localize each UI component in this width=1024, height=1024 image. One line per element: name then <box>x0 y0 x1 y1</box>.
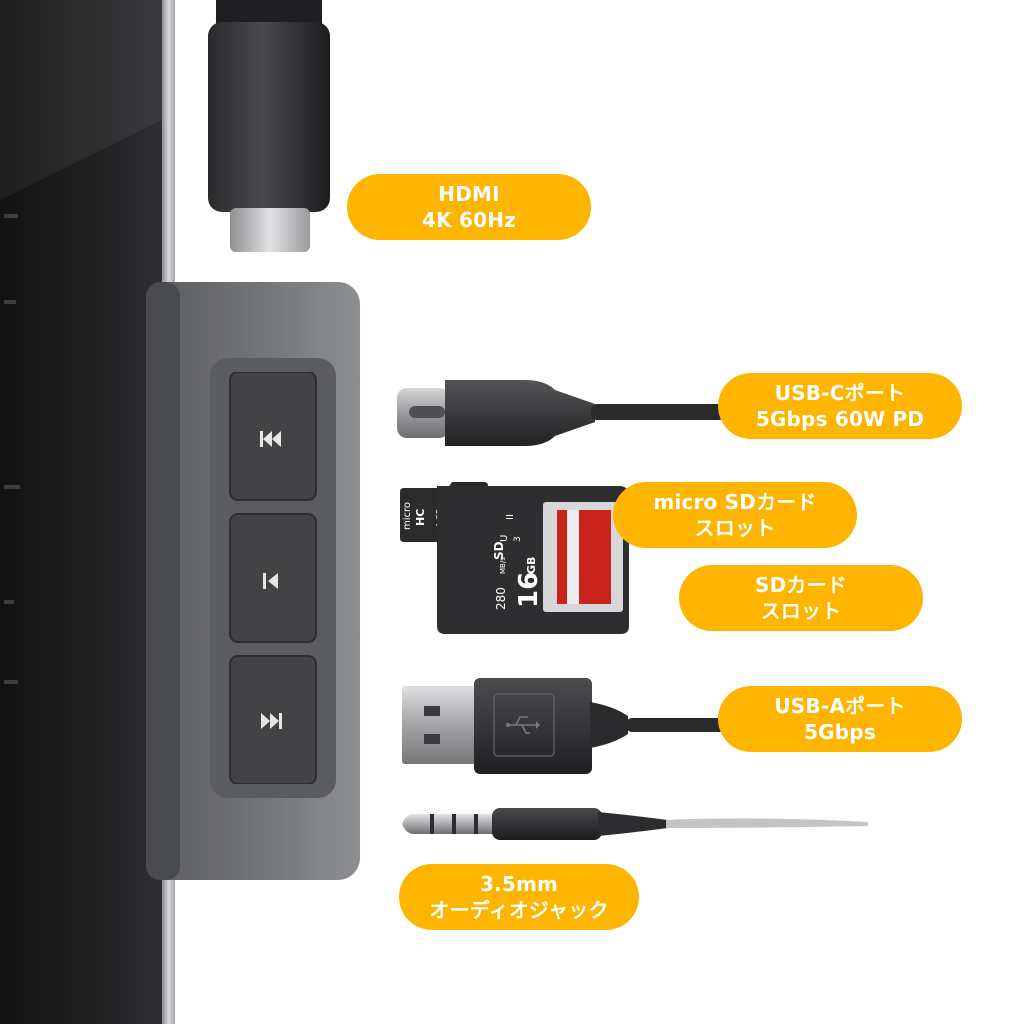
callout-microsd-line2: スロット <box>694 516 776 540</box>
callout-audio-line1: 3.5mm <box>479 872 559 896</box>
callout-sd: SDカード スロット <box>679 565 923 631</box>
callout-audio: 3.5mm オーディオジャック <box>399 864 639 930</box>
previous-track-icon <box>260 431 281 447</box>
callout-sd-line1: SDカード <box>754 573 847 597</box>
sd-class: 3 <box>513 536 523 542</box>
callout-usb-a-line1: USB-Aポート <box>774 694 906 718</box>
play-pause-icon <box>263 573 278 589</box>
callout-usb-c: USB-Cポート 5Gbps 60W PD <box>718 373 962 439</box>
hdmi-plug <box>208 0 330 252</box>
sd-grade: II <box>505 514 516 520</box>
sd-capacity-unit: GB <box>525 557 538 574</box>
sd-capacity: 16 <box>514 572 544 608</box>
callout-usb-c-line2: 5Gbps 60W PD <box>755 407 925 431</box>
callout-microsd: micro SDカード スロット <box>613 482 857 548</box>
callout-usb-a-line2: 5Gbps <box>804 720 876 744</box>
microsd-logo: micro <box>402 502 413 530</box>
callout-hdmi-line2: 4K 60Hz <box>422 208 516 232</box>
usb-a-cable <box>402 678 728 774</box>
microsd-hc-label: HC <box>414 509 427 526</box>
sd-card: SD II U 3 280 MB/s 16 GB <box>437 486 629 634</box>
usb-c-cable <box>397 380 725 446</box>
callout-hdmi: HDMI 4K 60Hz <box>347 174 591 240</box>
audio-cable <box>402 808 868 840</box>
sd-logo: SD <box>492 541 506 560</box>
callout-microsd-line1: micro SDカード <box>653 490 817 514</box>
usb-symbol-icon <box>506 716 540 734</box>
callout-hdmi-line1: HDMI <box>438 182 500 206</box>
callout-sd-line2: スロット <box>760 599 842 623</box>
sd-uhs: U <box>499 535 510 542</box>
callout-audio-line2: オーディオジャック <box>429 898 609 922</box>
callout-usb-c-line1: USB-Cポート <box>774 381 906 405</box>
next-track-icon <box>261 713 282 729</box>
callout-usb-a: USB-Aポート 5Gbps <box>718 686 962 752</box>
sd-speed: 280 <box>494 587 508 610</box>
sd-speed-unit: MB/s <box>499 557 507 574</box>
